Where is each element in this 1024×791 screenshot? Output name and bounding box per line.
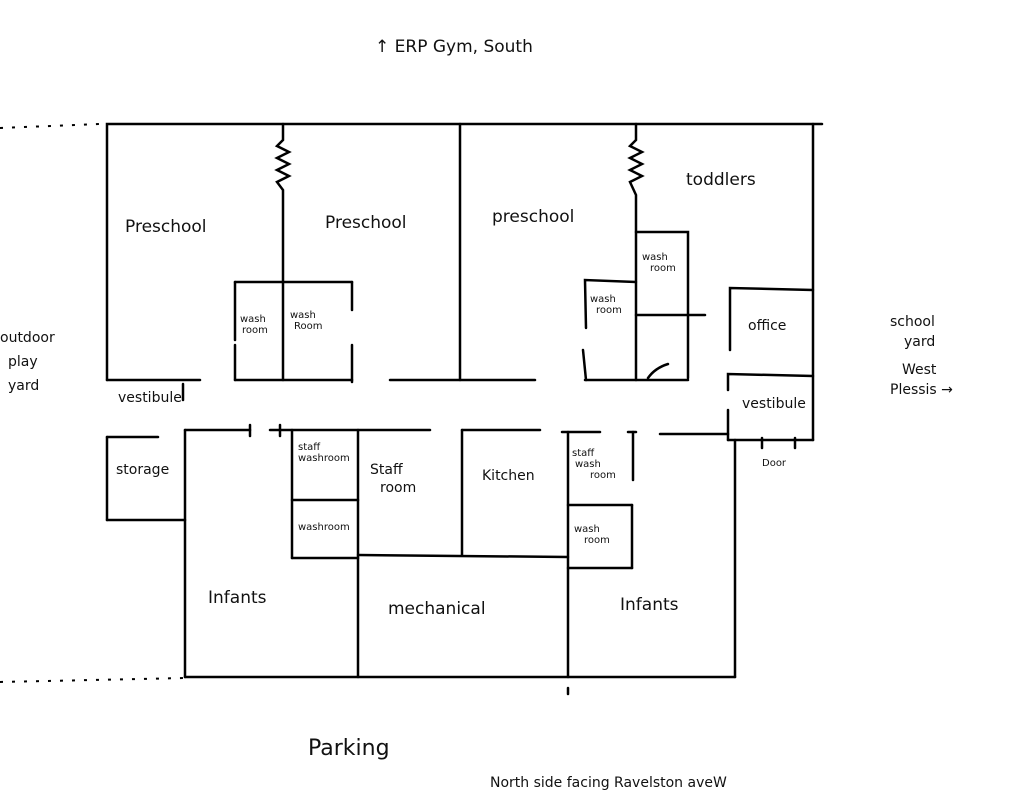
room-infants-1: Infants: [208, 588, 267, 608]
parking-label: Parking: [308, 736, 390, 761]
room-preschool-3: preschool: [492, 207, 574, 227]
room-washroom-5: washroom: [298, 522, 350, 533]
room-toddlers: toddlers: [686, 170, 756, 190]
room-infants-2: Infants: [620, 595, 679, 615]
room-kitchen: Kitchen: [482, 468, 535, 484]
orientation-note: ↑ ERP Gym, South: [375, 37, 533, 57]
door-label: Door: [762, 458, 787, 469]
room-vestibule-west: vestibule: [118, 390, 182, 406]
room-office: office: [748, 318, 786, 334]
room-mechanical: mechanical: [388, 599, 486, 619]
room-preschool-1: Preschool: [125, 217, 207, 237]
walls: [0, 122, 824, 696]
room-preschool-2: Preschool: [325, 213, 407, 233]
room-vestibule-east: vestibule: [742, 396, 806, 412]
north-side-label: North side facing Ravelston aveW: [490, 775, 727, 791]
room-storage: storage: [116, 462, 169, 478]
